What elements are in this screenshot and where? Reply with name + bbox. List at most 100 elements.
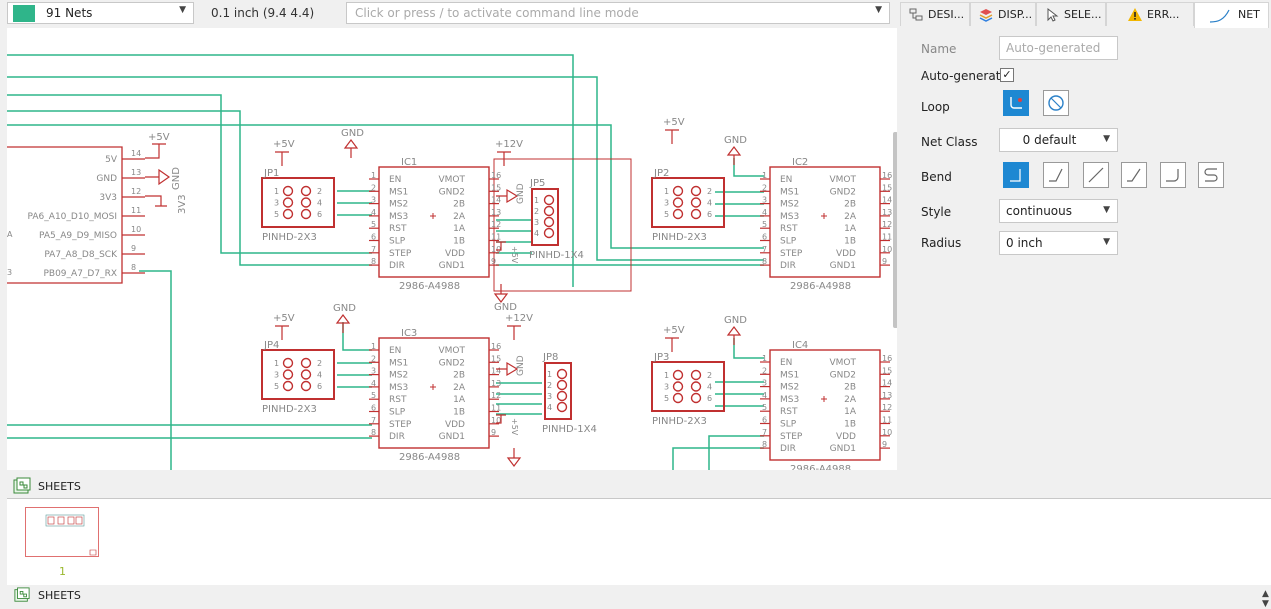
pin-number: 3 — [274, 199, 279, 208]
pin-name: STEP — [389, 420, 412, 430]
pin-number: 3 — [762, 196, 767, 205]
sheets-bottom-bar[interactable]: SHEETS — [7, 585, 1271, 605]
pin-number: 14 — [491, 196, 501, 205]
header-pad — [282, 197, 294, 208]
net-wire — [7, 94, 372, 254]
selection-frame — [493, 158, 632, 292]
sheets-list: 1 — [7, 498, 1271, 586]
bend-right-angle-icon — [1010, 169, 1021, 182]
chevron-down-icon[interactable]: ▼ — [875, 5, 882, 15]
tab-display[interactable]: DISP... — [970, 2, 1036, 26]
ground-symbol — [726, 326, 742, 345]
pin-name: 2B — [453, 371, 465, 381]
header-value: PINHD-2X3 — [652, 416, 707, 427]
pin-number: 1 — [274, 187, 279, 196]
pin-name: GND1 — [439, 432, 465, 442]
pin-number: 3 — [534, 218, 539, 227]
bend-angle-icon — [1049, 168, 1063, 182]
expand-collapse-icon[interactable]: ▲▼ — [1262, 589, 1269, 609]
pin-name: 2A — [844, 212, 857, 222]
pin-number: 9 — [882, 257, 887, 266]
name-input[interactable]: Auto-generated — [999, 36, 1118, 60]
pin-number: 6 — [371, 233, 376, 242]
header-name: JP2 — [653, 168, 669, 179]
header-pad — [300, 357, 312, 369]
header-pad — [556, 401, 568, 413]
header-pad — [690, 381, 702, 392]
bend-style-5-button[interactable] — [1160, 162, 1186, 188]
supply-label: GND — [724, 135, 747, 146]
sheets-panel-header[interactable]: SHEETS — [7, 474, 1271, 498]
pin-name: VDD — [445, 420, 465, 430]
pin-number: 12 — [491, 391, 501, 400]
sheet-thumbnail[interactable] — [25, 507, 99, 557]
pin-name: SLP — [389, 237, 406, 247]
net-class-value: 0 default — [1022, 133, 1077, 147]
bend-style-4-button[interactable] — [1121, 162, 1147, 188]
radius-label: Radius — [921, 236, 962, 250]
loop-off-button[interactable] — [1043, 90, 1069, 116]
pin-name: 1B — [844, 237, 856, 247]
pin-number: 10 — [882, 245, 892, 254]
header-pad — [556, 390, 568, 402]
header-pad — [282, 380, 294, 392]
pin-name: PA7_A8_D8_SCK — [44, 250, 118, 260]
pin-name: SLP — [780, 237, 797, 247]
net-wire — [708, 435, 764, 470]
bend-style-6-button[interactable] — [1198, 162, 1224, 188]
pin-number: 6 — [762, 416, 767, 425]
bend-style-1-button[interactable] — [1003, 162, 1029, 188]
pin-number: 5 — [274, 210, 279, 219]
ground-symbol — [496, 188, 519, 204]
net-select[interactable]: 91 Nets ▼ — [7, 2, 194, 24]
pin-name: VMOT — [438, 175, 465, 185]
pin-number: 5 — [371, 391, 376, 400]
loop-on-button[interactable] — [1003, 90, 1029, 116]
grid-size-label[interactable]: 0.1 inch (9.4 4.4) — [211, 6, 315, 20]
pin-number: 13 — [491, 379, 501, 388]
bend-style-3-button[interactable] — [1083, 162, 1109, 188]
bend-s-curve-icon — [1204, 168, 1218, 182]
connector-body — [7, 146, 123, 284]
pin-number: 1 — [664, 371, 669, 380]
driver-value: 2986-A4988 — [790, 281, 851, 292]
tab-selection[interactable]: SELE... — [1036, 2, 1106, 26]
net-class-select[interactable]: 0 default ▼ — [999, 128, 1118, 152]
bend-arc-icon — [1166, 169, 1179, 182]
pin-number: 3 — [664, 383, 669, 392]
pin-name: 1B — [844, 420, 856, 430]
pin-name: 2A — [453, 383, 466, 393]
radius-select[interactable]: 0 inch ▼ — [999, 231, 1118, 255]
pin-name: VMOT — [829, 175, 856, 185]
tab-net[interactable]: NET — [1194, 2, 1269, 29]
pin-number: 6 — [317, 210, 322, 219]
pin-number: 11 — [882, 416, 892, 425]
name-label: Name — [921, 42, 957, 56]
autogenerate-checkbox[interactable]: ✓ — [1000, 68, 1014, 82]
vertical-scrollbar[interactable] — [893, 132, 897, 328]
header-name: JP5 — [529, 178, 545, 189]
header-pad — [672, 381, 684, 392]
command-line-input[interactable]: Click or press / to activate command lin… — [346, 2, 890, 24]
pin-name: STEP — [389, 249, 412, 259]
tab-errors[interactable]: ERR... — [1106, 2, 1194, 26]
pin-number: 6 — [707, 210, 712, 219]
bend-style-2-button[interactable] — [1043, 162, 1069, 188]
header-pad — [282, 185, 294, 197]
net-wire — [733, 338, 764, 359]
pin-name: 2B — [844, 383, 856, 393]
net-wire — [7, 76, 764, 261]
ground-symbol — [145, 168, 171, 186]
net-wire — [337, 190, 372, 216]
pin-number: 15 — [491, 354, 501, 363]
pin-name: 5V — [105, 155, 118, 165]
sheets-header-label: SHEETS — [38, 589, 81, 602]
style-select[interactable]: continuous ▼ — [999, 199, 1118, 223]
header-pad — [300, 197, 312, 208]
pin-number: 10 — [882, 428, 892, 437]
ground-symbol — [335, 314, 351, 333]
header-value: PINHD-2X3 — [262, 232, 317, 243]
tab-design[interactable]: DESI... — [900, 2, 970, 26]
net-count-label: 91 Nets — [46, 6, 93, 20]
